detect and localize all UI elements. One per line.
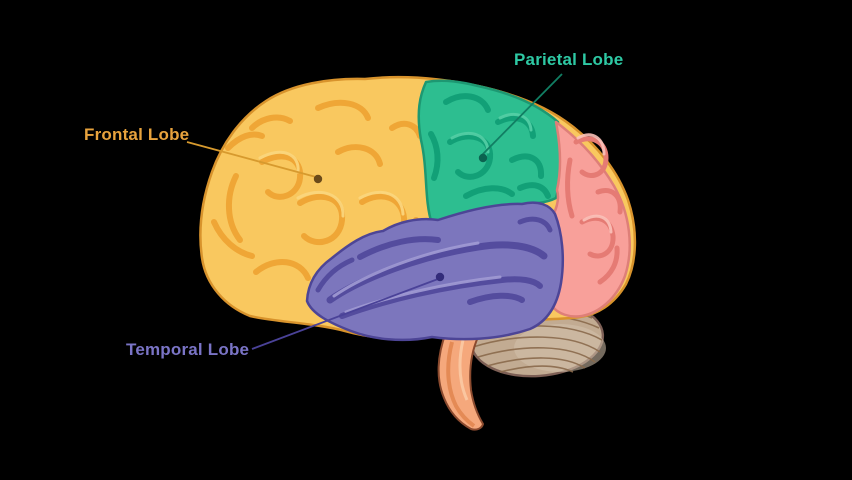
occipital-lobe-folds: [565, 136, 623, 285]
frontal-lobe-highlights: [258, 150, 405, 218]
temporal-lobe-folds: [315, 216, 553, 319]
label-temporal: Temporal Lobe: [126, 340, 250, 359]
temporal-leader-line: [251, 278, 439, 350]
cerebellum-highlight: [514, 324, 606, 372]
temporal-lobe-highlights: [332, 241, 502, 314]
label-frontal: Frontal Lobe: [84, 125, 190, 144]
parietal-marker-dot: [478, 153, 488, 163]
brain-stem-shading: [446, 341, 476, 428]
brain-stem-region: [437, 330, 485, 431]
occipital-lobe-highlights: [576, 133, 613, 234]
frontal-leader-line: [186, 141, 317, 178]
brain-stem-highlight: [458, 339, 469, 401]
frontal-marker-dot: [313, 174, 323, 184]
temporal-marker-dot: [435, 272, 445, 282]
annotation-lines: [186, 73, 563, 350]
parietal-leader-line: [480, 73, 563, 157]
parietal-lobe-folds: [428, 93, 551, 199]
label-parietal: Parietal Lobe: [514, 50, 624, 69]
